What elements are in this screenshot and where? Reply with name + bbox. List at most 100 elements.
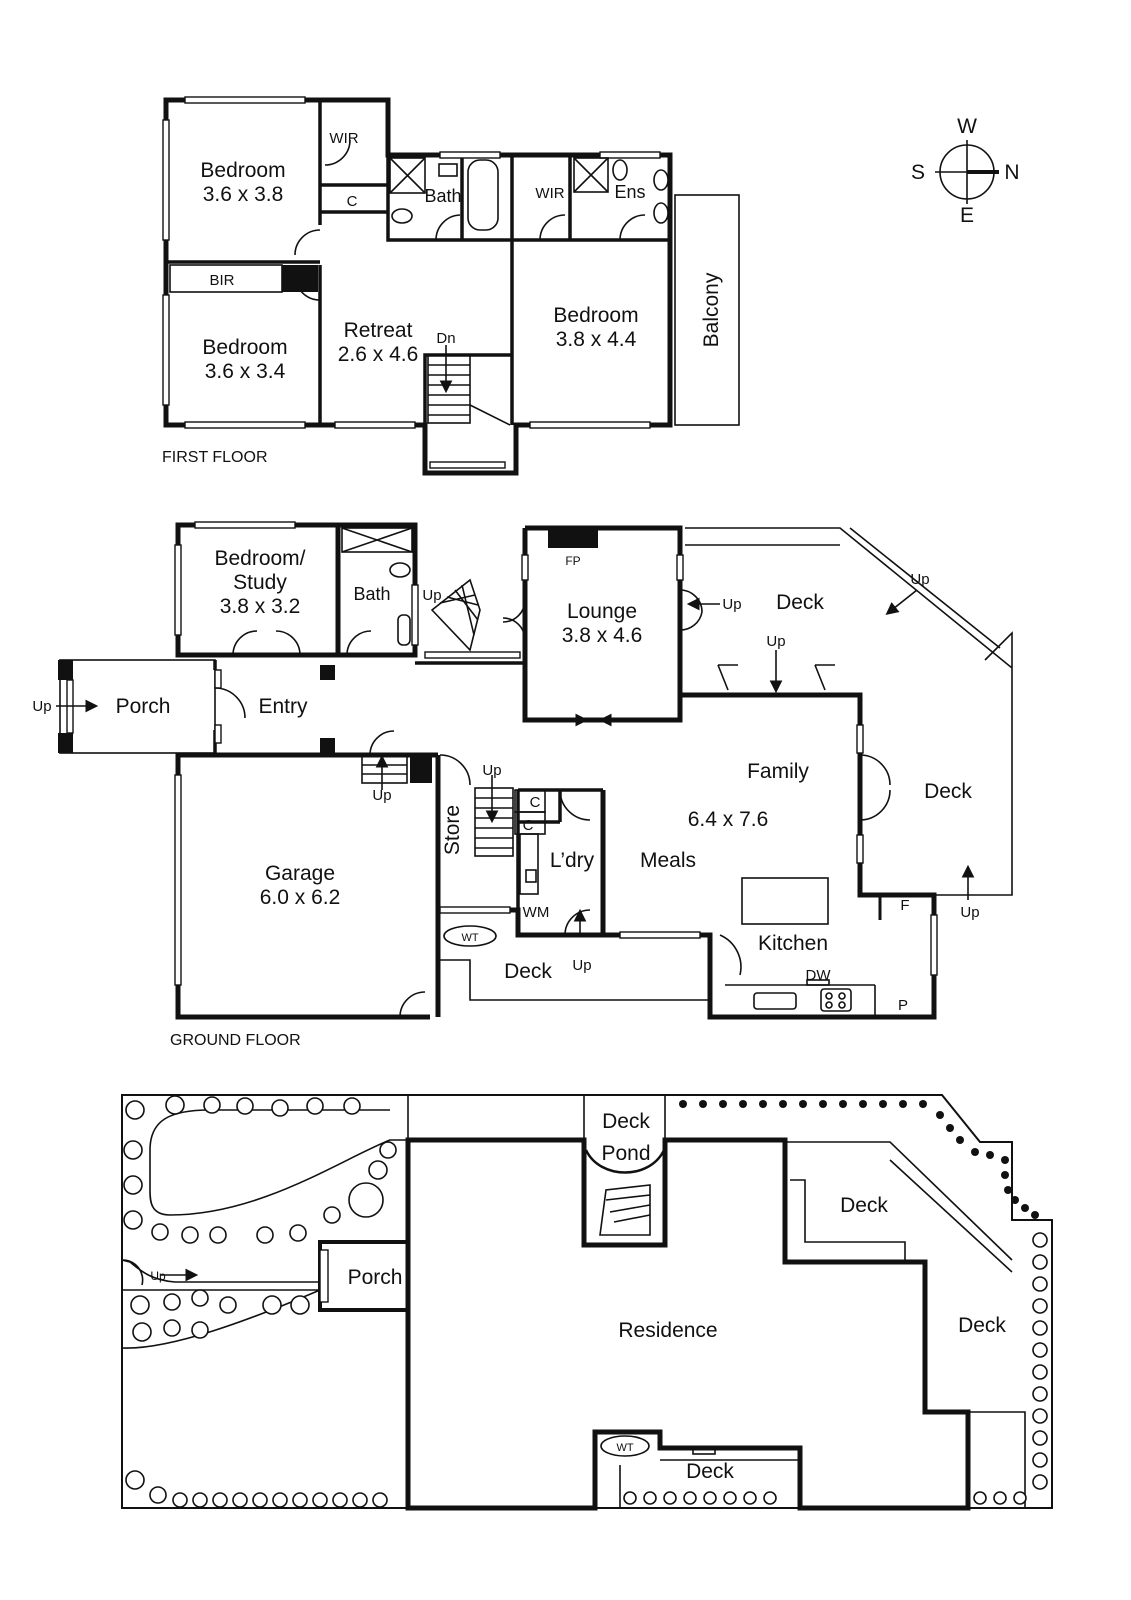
site-up-label: Up: [150, 1269, 166, 1283]
kitchen-island: [741, 877, 829, 925]
lounge-size: 3.8 x 4.6: [562, 624, 643, 647]
site-vent: [692, 1448, 716, 1455]
site-water-tank: [600, 1435, 650, 1457]
site-shrubs: [123, 1095, 1048, 1508]
ground-floor-stairs: [361, 578, 587, 935]
compass-e-label: E: [960, 204, 974, 227]
porch-post-top: [58, 660, 73, 680]
dw-label: DW: [806, 967, 832, 984]
retreat-size: 2.6 x 4.6: [338, 343, 419, 366]
compass-n-label: N: [1004, 161, 1019, 184]
first-floor-interior-walls: [166, 100, 670, 425]
site-deck-outlines: [583, 1095, 1026, 1508]
balcony-outline: [674, 194, 740, 426]
wm-label: WM: [523, 904, 550, 921]
first-floor-stairs: [427, 345, 511, 426]
pond-arc: [584, 1149, 666, 1174]
site-deck-right-top-label: Deck: [840, 1194, 888, 1217]
gate-arc: [121, 1259, 144, 1286]
garage-post: [410, 755, 432, 783]
wir1-label: WIR: [329, 130, 358, 147]
site-deck-right-label: Deck: [958, 1314, 1006, 1337]
entry-label: Entry: [258, 695, 308, 718]
family-name: Family: [747, 760, 809, 783]
retreat-name: Retreat: [344, 319, 413, 342]
residence-label: Residence: [618, 1319, 717, 1342]
site-deck-bottom-label: Deck: [686, 1460, 734, 1483]
up-family-label: Up: [766, 633, 785, 650]
deck-bottom-label: Deck: [504, 960, 552, 983]
wir2-label: WIR: [535, 185, 564, 202]
ground-floor-windows: [174, 521, 938, 986]
c-a-label: C: [530, 794, 541, 811]
f-label: F: [900, 897, 909, 914]
up-porch-label: Up: [32, 698, 51, 715]
ens-label: Ens: [614, 182, 645, 202]
bedroom2-name: Bedroom: [202, 336, 287, 359]
kitchen-label: Kitchen: [758, 932, 828, 955]
fireplace-block: [548, 528, 598, 548]
bedroom1-size: 3.6 x 3.8: [203, 183, 284, 206]
bedroom-study-size: 3.8 x 3.2: [220, 595, 301, 618]
first-floor-fixtures: [389, 157, 669, 231]
site-boundary: [121, 1094, 1053, 1509]
dn-label: Dn: [436, 330, 455, 347]
first-floor-doors: [294, 139, 646, 301]
bir-label: BIR: [209, 272, 234, 289]
bath1-label: Bath: [424, 186, 461, 206]
deck-bottom-outline: [438, 959, 710, 1001]
garage-name: Garage: [265, 862, 335, 885]
lounge-name: Lounge: [567, 600, 637, 623]
bedroom-study-line1: Bedroom/: [214, 547, 305, 570]
family-size: 6.4 x 7.6: [688, 808, 769, 831]
bedroom-study-line2: Study: [233, 571, 287, 594]
site-porch-label: Porch: [348, 1266, 403, 1289]
up-garage-label: Up: [372, 787, 391, 804]
up-lounge-label: Up: [722, 596, 741, 613]
ground-floor-arrows: [56, 589, 975, 900]
porch-post-bottom: [58, 733, 73, 753]
c-b-label: C: [523, 817, 534, 834]
fp-label: FP: [565, 554, 580, 568]
first-floor-outer-wall: [163, 97, 673, 476]
meals-label: Meals: [640, 849, 696, 872]
first-floor-windows: [162, 96, 661, 469]
chimney-block: [282, 265, 318, 292]
bedroom2-size: 3.6 x 3.4: [205, 360, 286, 383]
up-store-label: Up: [482, 762, 501, 779]
store-label: Store: [441, 805, 464, 855]
up-stair-label: Up: [422, 587, 441, 604]
deck-right-label: Deck: [924, 780, 972, 803]
first-floor-caption: FIRST FLOOR: [162, 449, 268, 466]
deck-top-outline: [685, 527, 1013, 896]
p-label: P: [898, 997, 908, 1014]
garage-size: 6.0 x 6.2: [260, 886, 341, 909]
ground-floor-plan: Bedroom/ Study 3.8 x 3.2 Bath Up Lounge …: [32, 521, 1013, 1049]
c1-label: C: [347, 193, 358, 210]
site-pond-label: Pond: [601, 1142, 650, 1165]
first-floor-plan: Bedroom 3.6 x 3.8 WIR C BIR Bedroom 3.6 …: [162, 96, 740, 476]
entry-walls: [178, 653, 217, 755]
site-deck-top-label: Deck: [602, 1110, 650, 1133]
ground-floor-interior-walls: [415, 661, 603, 910]
up-laundry-label: Up: [572, 957, 591, 974]
balcony-label: Balcony: [700, 272, 723, 347]
bedroom3-name: Bedroom: [553, 304, 638, 327]
compass-rose: W S N E: [911, 115, 1020, 227]
entry-post-bottom: [320, 738, 335, 753]
ground-floor-doors: [214, 589, 891, 1018]
compass-w-label: W: [957, 115, 977, 138]
ground-floor-fixtures: [341, 527, 882, 1017]
site-plan: Deck Pond Deck Deck Porch Up Residence W…: [121, 1094, 1053, 1511]
ground-floor-caption: GROUND FLOOR: [170, 1032, 301, 1049]
up-deck-right-label: Up: [960, 904, 979, 921]
compass-s-label: S: [911, 161, 925, 184]
deck-top-label: Deck: [776, 591, 824, 614]
site-wt-label: WT: [616, 1442, 633, 1454]
site-porch-step: [319, 1249, 329, 1303]
ground-wt-label: WT: [461, 932, 478, 944]
bedroom3-size: 3.8 x 4.4: [556, 328, 637, 351]
ground-bath-label: Bath: [353, 584, 390, 604]
entry-post-top: [320, 665, 335, 680]
